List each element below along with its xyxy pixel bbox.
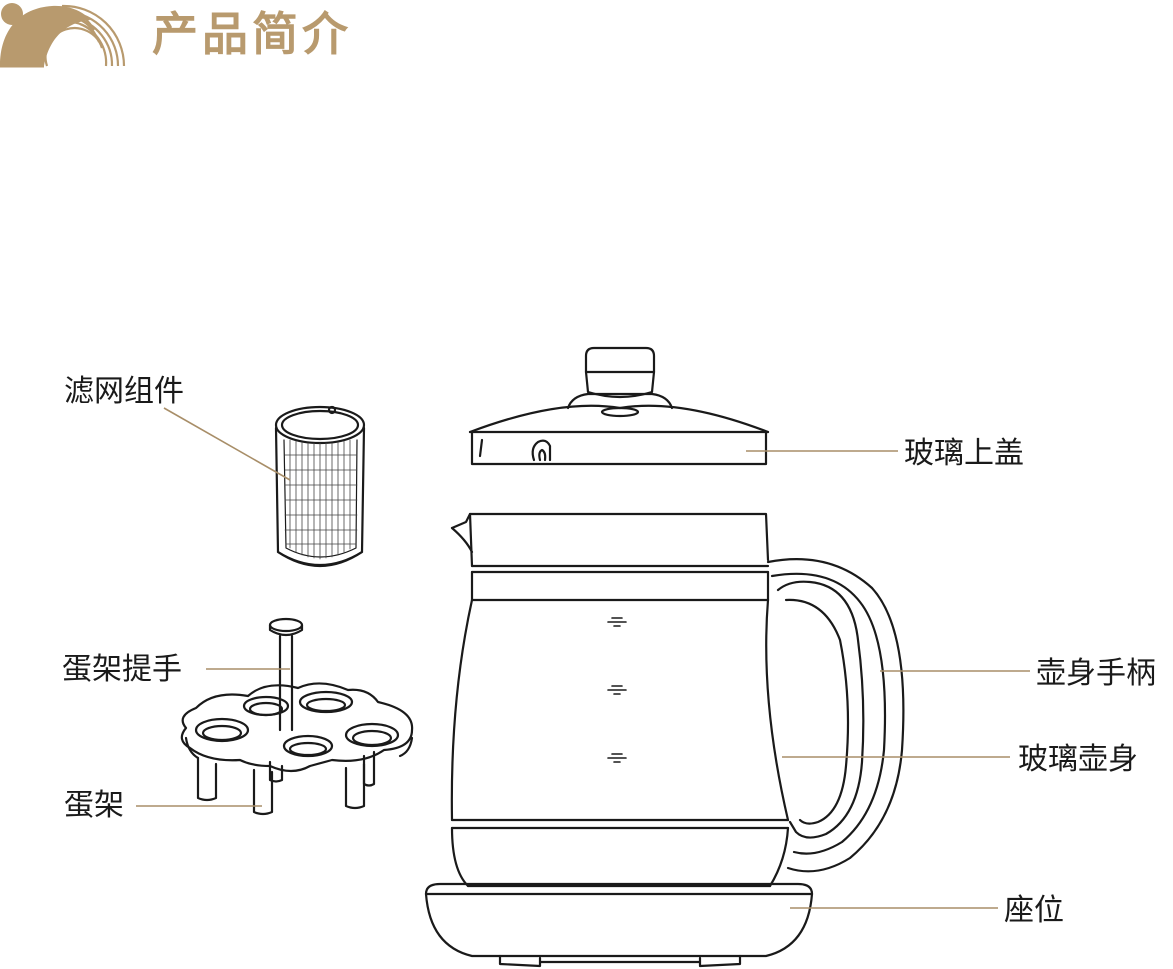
label-egg-rack-handle: 蛋架提手 xyxy=(62,652,182,687)
glass-lid xyxy=(468,346,770,466)
egg-rack xyxy=(180,617,414,816)
label-glass-lid: 玻璃上盖 xyxy=(904,436,1024,471)
label-egg-rack: 蛋架 xyxy=(64,788,124,823)
brand-logo-icon xyxy=(0,3,126,68)
page-title: 产品简介 xyxy=(152,7,352,61)
label-glass-body: 玻璃壶身 xyxy=(1018,742,1138,777)
label-filter-assembly: 滤网组件 xyxy=(64,374,184,409)
filter-basket xyxy=(274,405,366,568)
kettle-base xyxy=(424,882,814,968)
label-base: 座位 xyxy=(1004,893,1064,928)
glass-kettle-body xyxy=(450,512,790,888)
label-kettle-handle: 壶身手柄 xyxy=(1036,656,1156,691)
leader-filter xyxy=(163,407,291,481)
kettle-handle xyxy=(766,558,905,873)
